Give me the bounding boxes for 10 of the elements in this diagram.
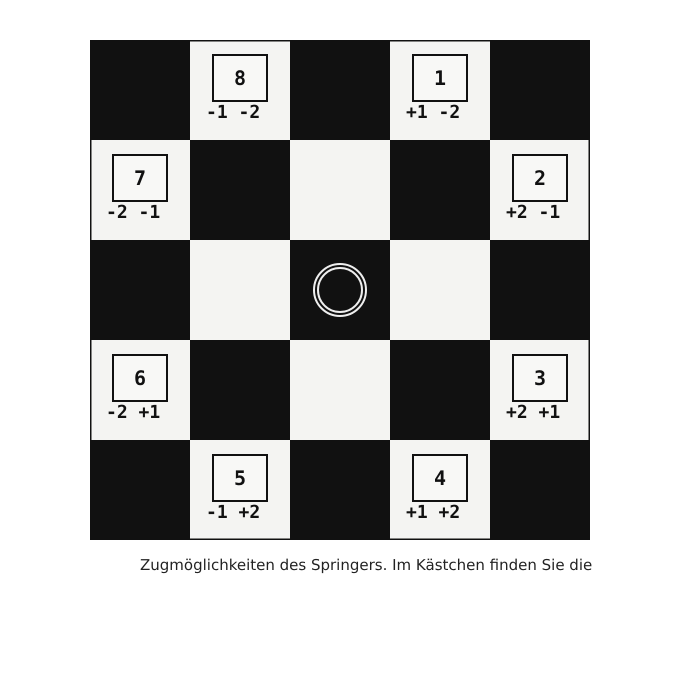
move-label: 5 -1 +2 (204, 452, 276, 530)
circle-marker (312, 262, 368, 318)
move-label: 6 -2 +1 (104, 352, 176, 430)
move-label: 2 +2 -1 (504, 152, 576, 230)
move-label: 1 +1 -2 (404, 52, 476, 130)
move-label: 3 +2 +1 (504, 352, 576, 430)
move-label: 7 -2 -1 (104, 152, 176, 230)
move-label: 4 +1 +2 (404, 452, 476, 530)
caption: Zugmöglichkeiten des Springers. Im Kästchen finden Sie die (140, 556, 592, 574)
move-label: 8 -1 -2 (204, 52, 276, 130)
